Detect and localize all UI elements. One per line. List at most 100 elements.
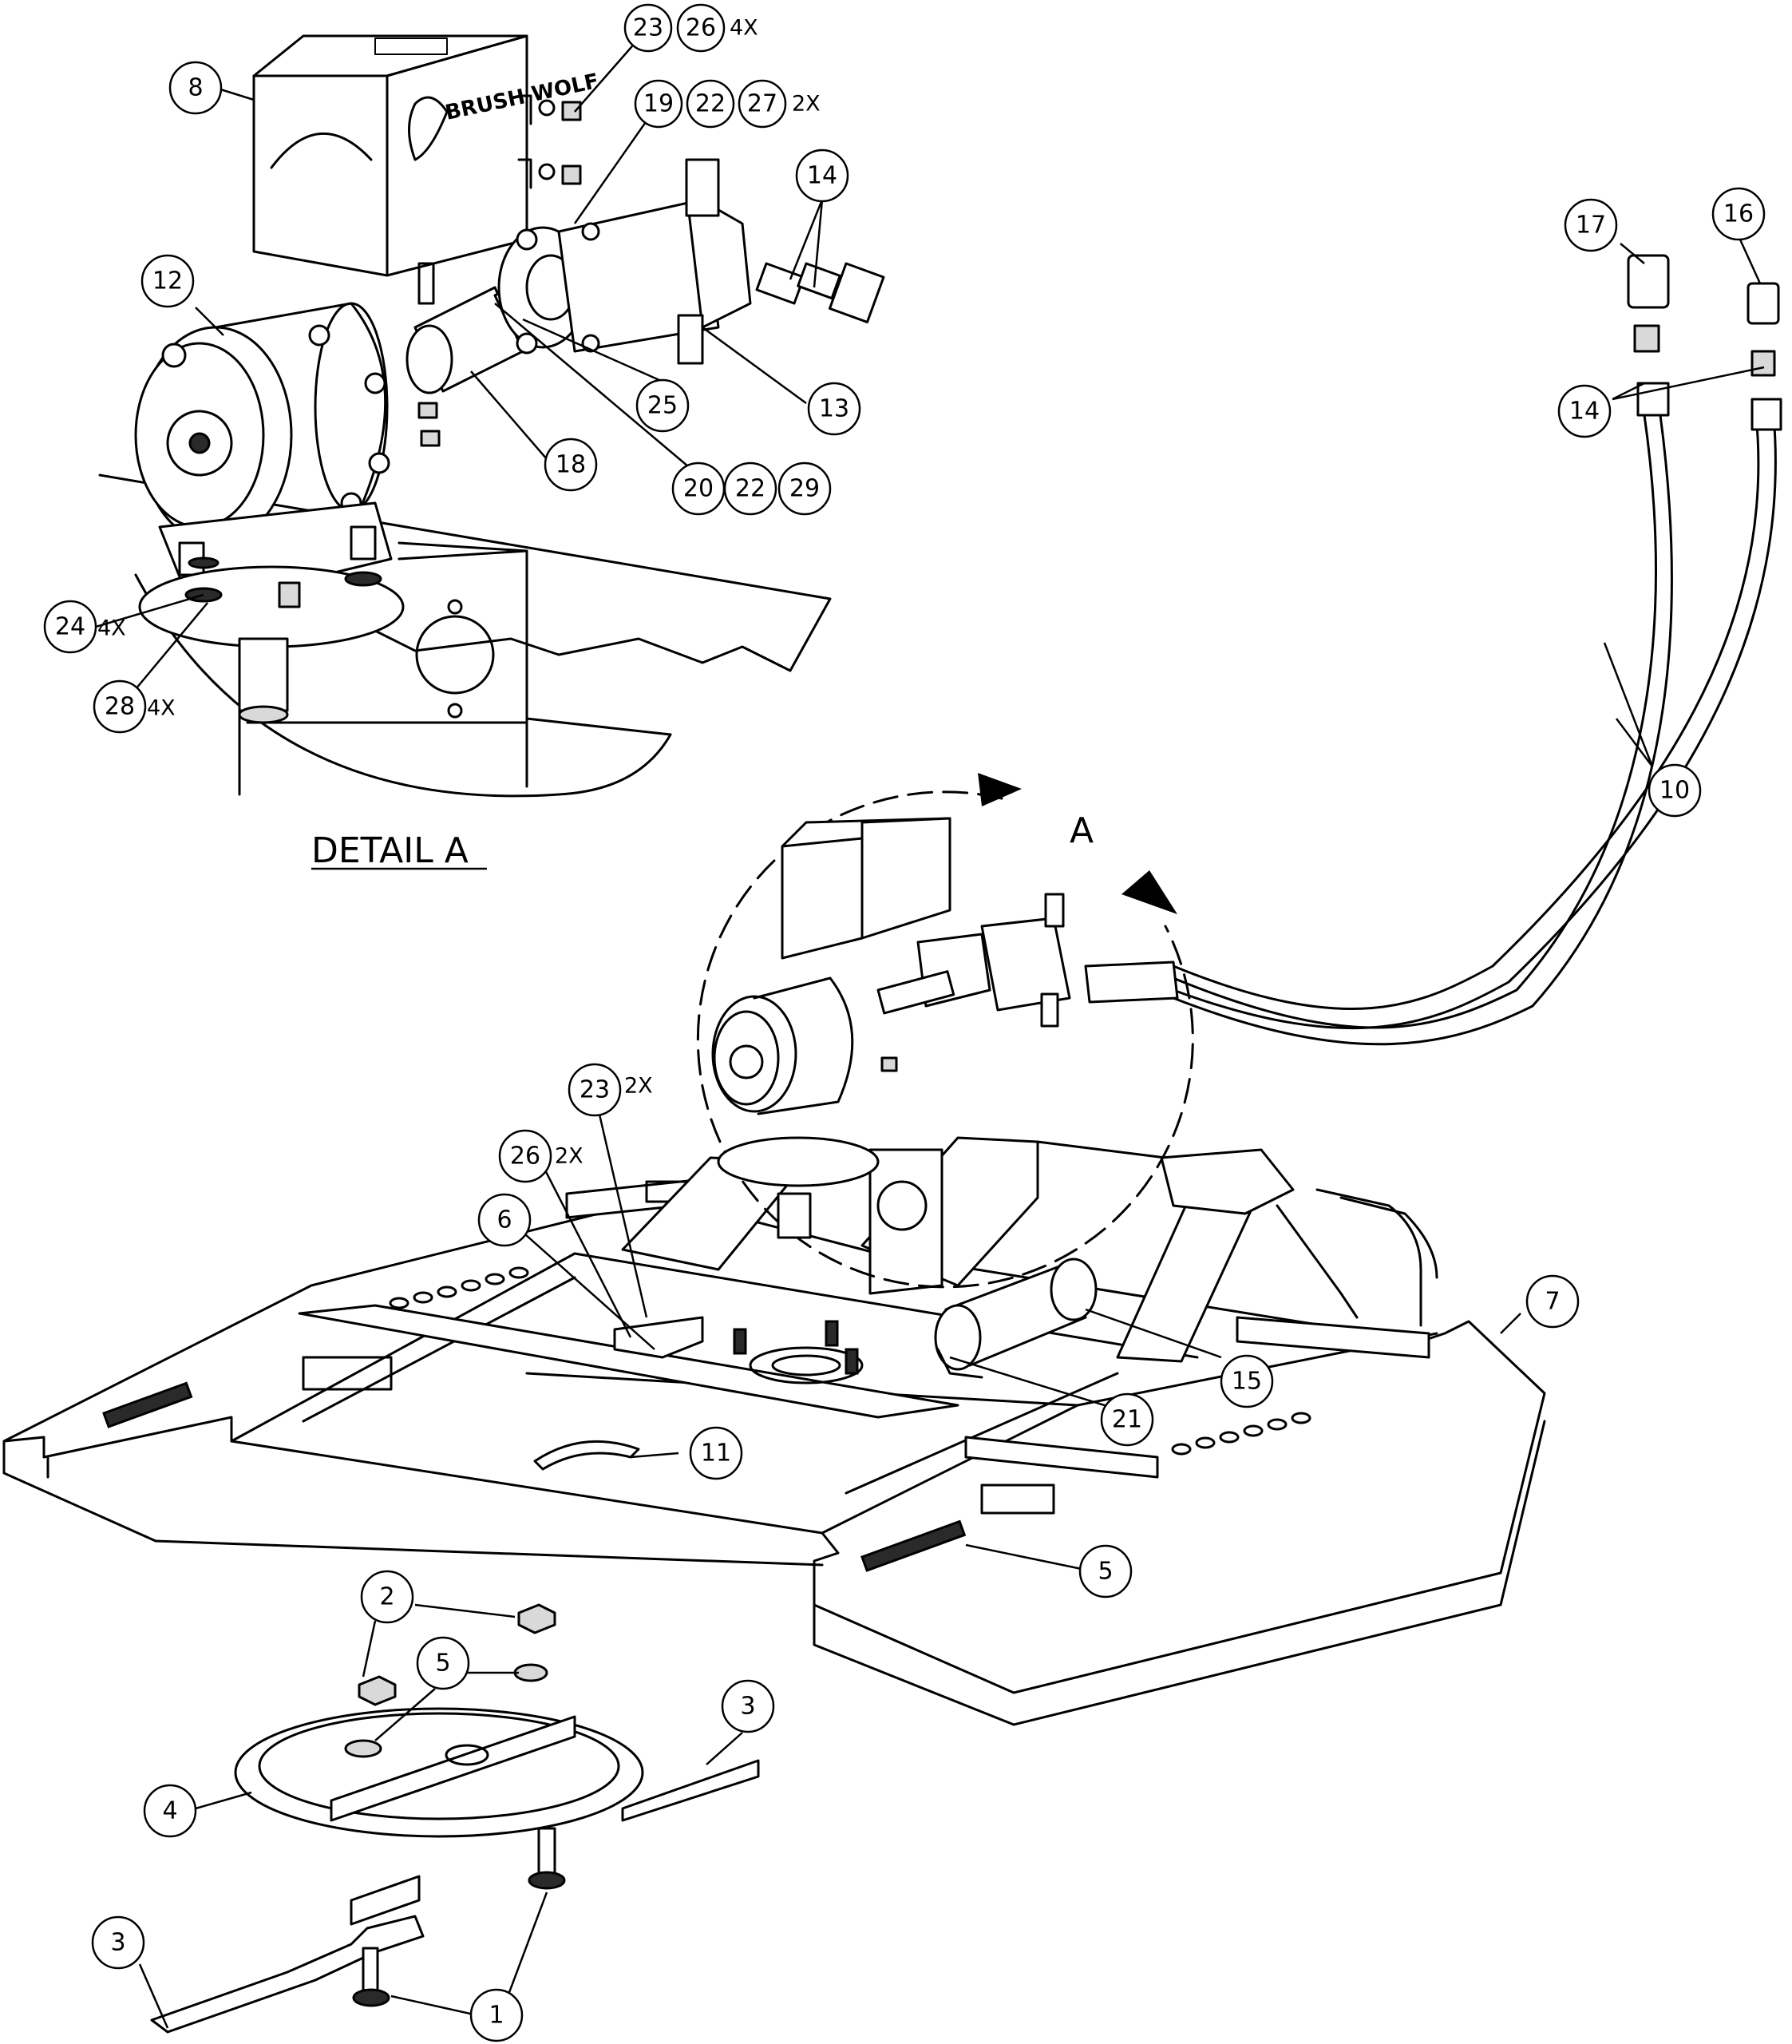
callout-1: 1 — [469, 1988, 524, 2042]
callout-25: 25 — [635, 378, 690, 433]
svg-text:16: 16 — [1723, 200, 1754, 228]
callout-26: 26 4X — [676, 3, 758, 53]
svg-text:22: 22 — [735, 475, 765, 503]
svg-text:5: 5 — [435, 1650, 450, 1678]
callout-5: 5 — [1078, 1544, 1133, 1598]
svg-text:17: 17 — [1576, 212, 1606, 240]
nut-part-2 — [358, 1675, 397, 1706]
callout-29: 29 — [777, 461, 832, 516]
callout-17: 17 — [1564, 198, 1618, 252]
svg-text:24: 24 — [55, 613, 85, 641]
quick-coupler-part-16 — [1747, 282, 1780, 377]
callout-6: 6 — [477, 1193, 532, 1247]
svg-text:26: 26 — [686, 14, 716, 42]
svg-text:22: 22 — [695, 90, 726, 118]
blade-part-3-lower — [150, 1915, 425, 2034]
washer — [538, 99, 556, 117]
svg-text:7: 7 — [1545, 1288, 1560, 1316]
quick-coupler-part-17 — [1627, 254, 1670, 353]
svg-text:27: 27 — [747, 90, 777, 118]
plate-part-6 — [613, 1316, 704, 1359]
gearbox-assembly-small — [711, 817, 1179, 1239]
qty-label: 2X — [792, 92, 821, 117]
svg-text:20: 20 — [683, 475, 714, 503]
detail-a-drawing: BRUSH WOLF — [98, 34, 885, 798]
nut-part-2 — [517, 1603, 556, 1634]
view-marker-a: A — [1070, 810, 1094, 851]
gearbox-part-12 — [134, 302, 405, 724]
callout-19: 19 — [634, 79, 683, 129]
blade-part-3-upper — [621, 1759, 760, 1822]
wolf-logo-part-11 — [533, 1440, 640, 1471]
svg-text:29: 29 — [789, 475, 820, 503]
svg-text:3: 3 — [110, 1929, 125, 1957]
washer-part-5 — [513, 1663, 548, 1682]
callout-10: 10 — [1648, 763, 1702, 818]
callout-27: 27 2X — [738, 79, 821, 129]
qty-label: 4X — [97, 616, 126, 641]
storage-tube-part-15 — [934, 1258, 1098, 1379]
nut-23 — [561, 101, 582, 121]
svg-text:2: 2 — [379, 1583, 394, 1611]
callout-13: 13 — [807, 382, 861, 436]
callout-20: 20 — [671, 461, 726, 516]
callout-16: 16 — [1711, 187, 1766, 241]
svg-text:26: 26 — [510, 1143, 540, 1171]
qty-label: 4X — [147, 696, 176, 721]
callout-3: 3 — [91, 1915, 145, 1970]
hydraulic-fittings-part-14 — [755, 262, 885, 323]
washer — [538, 163, 556, 180]
callout-21: 21 — [1100, 1392, 1154, 1447]
hydraulic-motor-part-19 — [497, 158, 752, 365]
detail-a-label: DETAIL A — [311, 830, 469, 871]
callout-7: 7 — [1525, 1274, 1580, 1329]
callout-15: 15 — [1220, 1354, 1274, 1408]
svg-text:11: 11 — [701, 1440, 731, 1468]
svg-text:23: 23 — [633, 14, 663, 42]
callout-5: 5 — [416, 1636, 470, 1690]
svg-text:18: 18 — [556, 451, 586, 479]
svg-text:10: 10 — [1659, 777, 1690, 805]
callout-11: 11 — [689, 1426, 743, 1480]
callout-22: 22 — [723, 461, 777, 516]
svg-text:1: 1 — [489, 2002, 504, 2030]
blade-assembly — [150, 1603, 760, 2034]
svg-text:12: 12 — [152, 267, 183, 295]
callout-14: 14 — [795, 149, 849, 203]
callout-2: 2 — [360, 1570, 414, 1624]
svg-text:6: 6 — [496, 1206, 512, 1234]
callout-8: 8 — [168, 61, 223, 115]
svg-text:8: 8 — [188, 74, 203, 102]
hoses-part-10 — [1172, 382, 1782, 1046]
svg-text:28: 28 — [105, 693, 135, 721]
callout-28: 28 4X — [93, 679, 176, 734]
nut — [561, 164, 582, 185]
hitch-bracket — [1160, 1148, 1295, 1215]
qty-label: 2X — [624, 1074, 653, 1099]
svg-text:21: 21 — [1112, 1406, 1142, 1434]
svg-text:5: 5 — [1098, 1558, 1113, 1586]
callout-4: 4 — [143, 1784, 197, 1838]
deck-bolt-row — [389, 1266, 1311, 1456]
main-deck-assembly — [2, 1136, 1546, 1726]
svg-text:19: 19 — [643, 90, 674, 118]
callout-14: 14 — [1557, 384, 1612, 438]
brush-wolf-decal — [860, 1519, 967, 1572]
svg-text:25: 25 — [647, 392, 678, 420]
callout-18: 18 — [544, 438, 598, 492]
svg-text:14: 14 — [807, 162, 837, 190]
callout-23: 23 — [623, 3, 673, 53]
callout-12: 12 — [140, 254, 195, 308]
callout-3: 3 — [721, 1679, 775, 1733]
svg-text:14: 14 — [1569, 398, 1600, 426]
brush-wolf-decal — [102, 1381, 193, 1428]
callout-23: 23 2X — [568, 1063, 653, 1117]
qty-label: 4X — [730, 16, 758, 41]
svg-text:15: 15 — [1232, 1368, 1262, 1396]
callout-22: 22 — [686, 79, 735, 129]
callout-24: 24 4X — [43, 600, 126, 654]
svg-text:23: 23 — [580, 1076, 610, 1104]
